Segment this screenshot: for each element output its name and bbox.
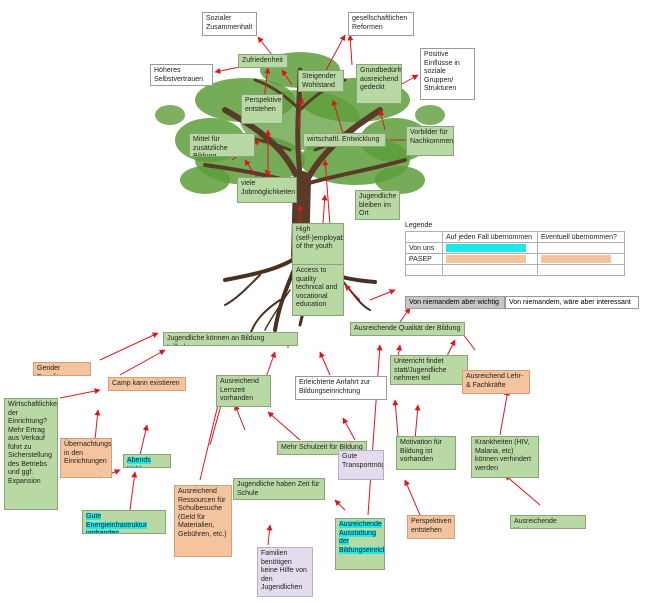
box-grundbeduerfnisse: Grundbedürfnisse ausreichend gedeckt — [356, 64, 402, 104]
cause-arrows — [59, 34, 541, 546]
box-gesellschaftliche-reformen: gesellschaftlichen Reformen — [348, 12, 414, 36]
box-wirtschaftliche-entwicklung: wirtschaftl. Entwicklung — [303, 133, 386, 147]
legend-table: Auf jeden Fall übernommen Eventuell über… — [405, 231, 625, 276]
box-uebernachtung: Übernachtungsmöglichkeiten in den Einric… — [60, 438, 112, 478]
box-jugendliche-bleiben: Jugendliche bleiben im Ort — [355, 190, 400, 220]
box-motivation: Motivation für Bildung ist vorhanden — [396, 436, 456, 470]
box-perspektiven-entstehen-bottom: Perspektiven entstehen — [407, 515, 455, 539]
box-vorbilder: Vorbilder für Nachkommen — [406, 126, 454, 156]
box-high-employability: High (self-)employability of the youth — [292, 223, 344, 267]
box-camp: Camp kann existieren — [108, 377, 186, 391]
box-gender-equality: Gender Equality — [33, 362, 91, 376]
box-positive-einfluesse: Positive Einflüsse in soziale Gruppen/ S… — [420, 48, 475, 100]
box-teilhaben: Jugendliche können an Bildung teilhaben — [163, 332, 298, 346]
box-mittel-bildung: Mittel für zusätzliche Bildung — [189, 133, 255, 157]
box-steigender-wohlstand: Steigender Wohlstand — [298, 70, 344, 92]
legend-tag-white: Von niemandem, wäre aber interessant — [505, 296, 639, 309]
box-zeit-schule: Jugendliche haben Zeit für Schule — [233, 478, 325, 500]
legend-swatch-orange-2 — [537, 253, 625, 265]
box-qualitaet-bildung: Ausreichende Qualität der Bildung — [350, 322, 465, 336]
legend-swatch-cyan — [442, 242, 538, 254]
legend-swatch-orange — [442, 253, 538, 265]
box-ressourcen: Ausreichend Ressourcen für Schulbesuche … — [174, 485, 232, 557]
box-anfahrt: Erleichterte Anfahrt zur Bildungseinrich… — [295, 376, 387, 400]
legend: Legende Auf jeden Fall übernommen Eventu… — [405, 222, 625, 276]
box-abends-licht: Abends Licht — [123, 454, 171, 468]
legend-tag-gray: Von niemandem aber wichtig — [405, 296, 505, 309]
legend-col1: Auf jeden Fall übernommen — [442, 231, 538, 243]
legend-title: Legende — [405, 222, 433, 229]
abends-licht-label: Abends Licht — [127, 457, 151, 467]
box-krankheiten: Krankheiten (HIV, Malaria, etc) können v… — [471, 436, 539, 478]
box-ausstattung: Ausreichende Ausstattung der Bildungsein… — [335, 518, 385, 570]
legend-row1: Von uns — [405, 242, 443, 254]
box-hygiene: Ausreichende Hygiene — [510, 515, 586, 529]
box-sozialer-zusammenhalt: Sozialer Zusammenhalt — [202, 12, 257, 36]
box-gute-transport: Gute Transportmöglichkeit — [338, 450, 384, 480]
ausstattung-label: Ausreichende Ausstattung der Bildungsein… — [339, 521, 384, 554]
box-lehr-fachkraefte: Ausreichend Lehr- & Fachkräfte — [462, 370, 530, 394]
box-access-education: Access to quality technical and vocation… — [292, 264, 344, 316]
energie-label: Gute Energieinfrastruktur vorhanden — [86, 513, 148, 533]
legend-col2: Eventuell übernommen? — [537, 231, 625, 243]
box-lernzeit: Ausreichend Lernzeit vorhanden — [216, 375, 271, 407]
box-wirtschaftlichkeit: Wirtschaftlichkeit der Einrichtung? Mehr… — [4, 398, 58, 510]
box-hoeheres-selbstvertrauen: Höheres Selbstvertrauen — [150, 64, 213, 86]
box-familien: Familien benötigen keine Hilfe von den J… — [257, 547, 313, 597]
box-perspektiven-entstehen-top: Perspektiven entstehen — [241, 94, 283, 124]
box-energie: Gute Energieinfrastruktur vorhanden — [82, 510, 166, 534]
legend-row2: PASEP — [405, 253, 443, 265]
box-viele-jobs: viele Jobmöglichkeiten — [237, 177, 297, 203]
box-unterricht: Unterricht findet statt/Jugendliche nehm… — [390, 355, 468, 385]
box-zufriedenheit: Zufriedenheit — [238, 54, 288, 68]
